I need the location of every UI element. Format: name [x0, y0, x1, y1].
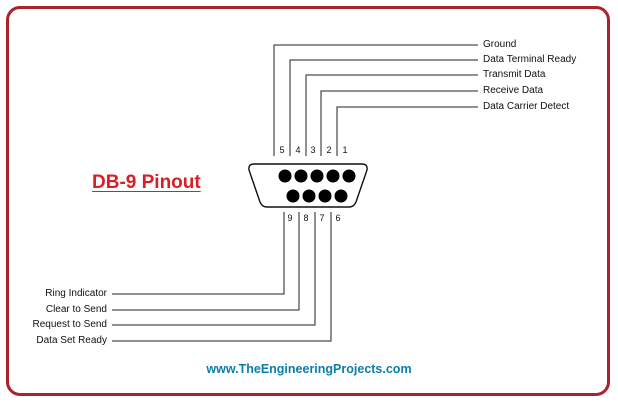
signal-label-data-set-ready: Data Set Ready — [36, 335, 107, 346]
pin-hole-6 — [334, 189, 348, 203]
leader-line-pin-9 — [112, 212, 285, 295]
leader-line-pin-2 — [320, 90, 478, 156]
leader-line-pin-3 — [305, 74, 478, 156]
pin-hole-7 — [318, 189, 332, 203]
pin-hole-5 — [278, 169, 292, 183]
pin-number-3: 3 — [310, 145, 316, 155]
pin-number-4: 4 — [295, 145, 301, 155]
pin-number-7: 7 — [319, 213, 325, 223]
signal-label-data-carrier-detect: Data Carrier Detect — [483, 101, 570, 112]
pin-number-2: 2 — [326, 145, 332, 155]
signal-label-ring-indicator: Ring Indicator — [45, 288, 107, 299]
pin-hole-1 — [342, 169, 356, 183]
signal-label-transmit-data: Transmit Data — [483, 69, 546, 80]
pin-number-6: 6 — [335, 213, 341, 223]
website-url: www.TheEngineeringProjects.com — [206, 362, 412, 376]
pin-hole-2 — [326, 169, 340, 183]
pin-hole-3 — [310, 169, 324, 183]
pin-hole-4 — [294, 169, 308, 183]
leader-line-pin-7 — [112, 212, 316, 326]
leader-line-pin-8 — [112, 212, 300, 311]
leader-line-pin-6 — [112, 212, 332, 342]
diagram-title: DB-9 Pinout — [92, 172, 201, 193]
pin-hole-9 — [286, 189, 300, 203]
pin-number-8: 8 — [303, 213, 309, 223]
pin-number-9: 9 — [287, 213, 293, 223]
leader-line-pin-5 — [273, 44, 478, 156]
leader-line-pin-4 — [289, 59, 478, 156]
signal-label-clear-to-send: Clear to Send — [45, 304, 107, 315]
signal-label-data-terminal-ready: Data Terminal Ready — [483, 54, 577, 65]
pin-number-1: 1 — [342, 145, 348, 155]
signal-label-receive-data: Receive Data — [483, 85, 544, 96]
pin-hole-8 — [302, 189, 316, 203]
signal-label-request-to-send: Request to Send — [32, 319, 108, 330]
leader-line-pin-1 — [336, 106, 478, 156]
signal-label-ground: Ground — [483, 39, 517, 50]
pin-number-5: 5 — [279, 145, 285, 155]
